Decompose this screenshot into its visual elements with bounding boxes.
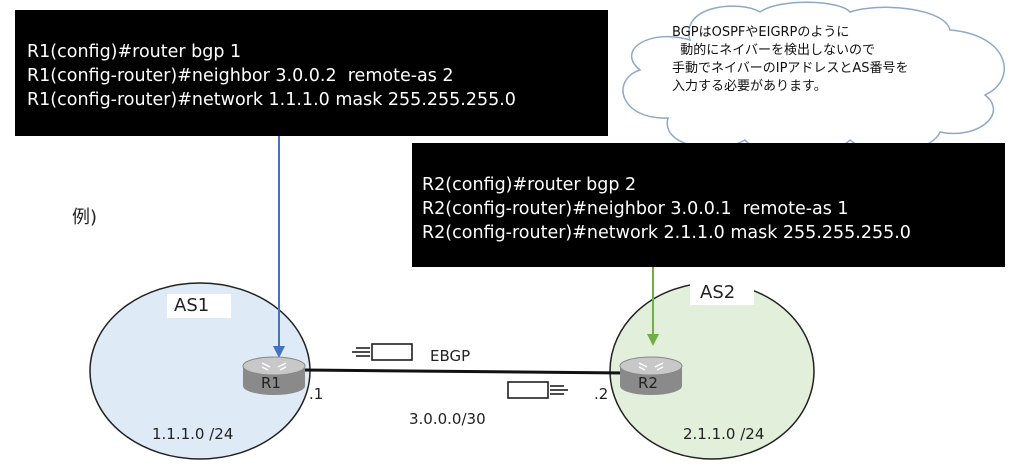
- bgp-message-icon-left: [352, 343, 413, 361]
- as2-label: AS2: [700, 282, 736, 303]
- note-cloud: [622, 1, 1005, 155]
- bgp-message-icon-right: [507, 381, 568, 399]
- r2-config-line: R2(config-router)#network 2.1.1.0 mask 2…: [422, 223, 911, 243]
- router-r2-icon: [619, 356, 683, 395]
- as1-label-bg: [167, 294, 231, 318]
- note-text: BGPはOSPFやEIGRPのように 動的にネイバーを検出しないので 手動でネイ…: [672, 24, 962, 96]
- as2-label-bg: [690, 281, 754, 305]
- ebgp-link: [304, 368, 626, 375]
- example-label: 例): [72, 207, 98, 228]
- r1-config-line: R1(config)#router bgp 1: [27, 42, 242, 62]
- r2-config-arrowhead: [647, 334, 659, 346]
- as1-label: AS1: [174, 295, 210, 316]
- r1-config-line: R1(config-router)#neighbor 3.0.0.2 remot…: [27, 66, 454, 86]
- r1-config-arrowhead: [273, 346, 285, 358]
- as1-network-label: 1.1.1.0 /24: [152, 425, 234, 443]
- r2-interface-label: .2: [594, 385, 609, 403]
- r2-config-line: R2(config)#router bgp 2: [422, 175, 637, 195]
- note-line: 動的にネイバーを検出しないので: [672, 43, 876, 58]
- r2-config-box: R2(config)#router bgp 2 R2(config-router…: [412, 143, 1005, 267]
- r1-interface-label: .1: [309, 385, 324, 403]
- r2-label: R2: [638, 374, 658, 392]
- as2-network-label: 2.1.1.0 /24: [683, 425, 765, 443]
- ebgp-label: EBGP: [430, 347, 471, 365]
- r1-config-line: R1(config-router)#network 1.1.1.0 mask 2…: [27, 90, 516, 110]
- note-line: 入力する必要があります。: [672, 79, 827, 94]
- r1-config-box: R1(config)#router bgp 1 R1(config-router…: [15, 10, 608, 136]
- r2-config-line: R2(config-router)#neighbor 3.0.0.1 remot…: [422, 199, 849, 219]
- note-line: BGPはOSPFやEIGRPのように: [672, 25, 850, 40]
- link-subnet-label: 3.0.0.0/30: [409, 410, 486, 428]
- router-r1-icon: [242, 356, 306, 395]
- note-line: 手動でネイバーのIPアドレスとAS番号を: [672, 61, 909, 76]
- r1-label: R1: [261, 374, 281, 392]
